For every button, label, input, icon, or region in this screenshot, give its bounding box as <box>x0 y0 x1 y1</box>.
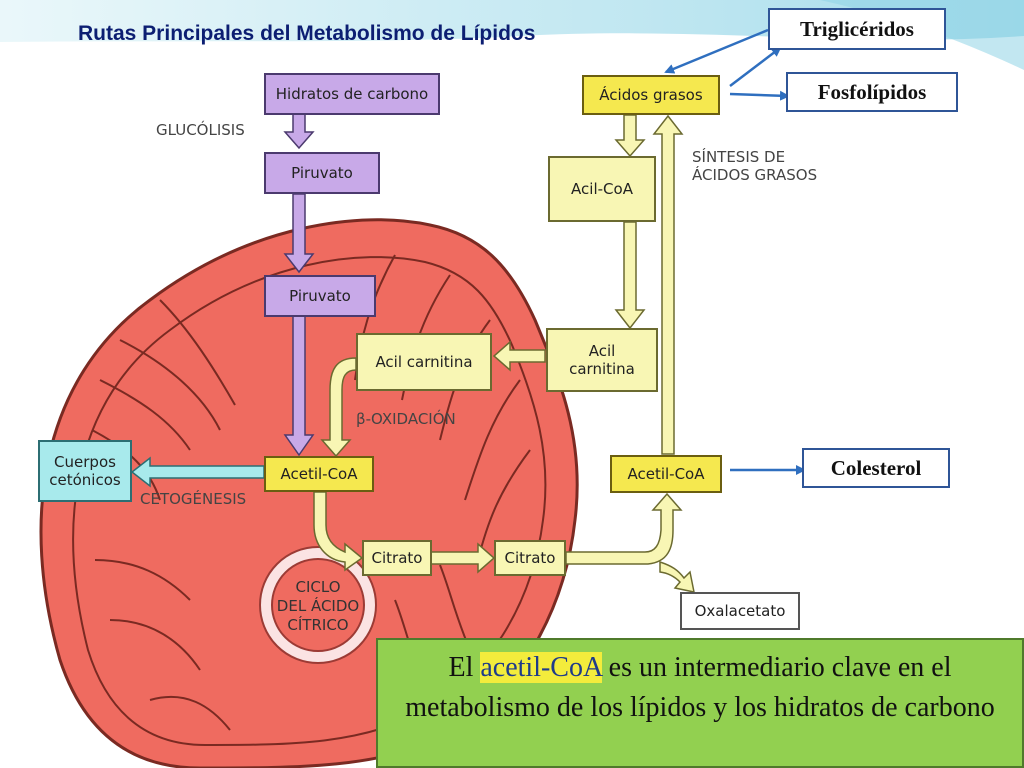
note-text: es un intermediario clave en el metaboli… <box>405 652 995 723</box>
acil-carnitina-line-1: Acil <box>588 342 616 360</box>
ciclo-line-1: CICLO <box>295 578 341 596</box>
citric-cycle-label: CICLO DEL ÁCIDO CÍTRICO <box>270 578 366 634</box>
box-acetil-coa-mitochondria: Acetil-CoA <box>264 456 374 492</box>
callout-fosfolipidos: Fosfolípidos <box>786 72 958 112</box>
page-title: Rutas Principales del Metabolismo de Líp… <box>78 22 536 45</box>
cuerpos-line-2: cetónicos <box>49 471 121 489</box>
box-acil-carnitina-cytosol: Acil carnitina <box>546 328 658 392</box>
sintesis-line-2: ÁCIDOS GRASOS <box>692 166 818 184</box>
cuerpos-line-1: Cuerpos <box>54 453 116 471</box>
callout-arrows <box>664 28 806 475</box>
note-prefix: El <box>448 652 481 683</box>
label-beta-oxidacion: β-OXIDACIÓN <box>356 410 456 428</box>
ketogenesis-arrow <box>130 456 265 488</box>
callout-colesterol: Colesterol <box>802 448 950 488</box>
sintesis-line-1: SÍNTESIS DE <box>692 148 786 166</box>
box-acetil-coa-cytosol: Acetil-CoA <box>610 455 722 493</box>
box-cuerpos-cetonicos: Cuerpos cetónicos <box>38 440 132 502</box>
box-citrato-mitochondria: Citrato <box>362 540 432 576</box>
note-highlight: acetil-CoA <box>480 652 602 683</box>
box-acidos-grasos: Ácidos grasos <box>582 75 720 115</box>
citric-cycle-inner <box>271 558 365 652</box>
callout-trigliceridos: Triglicéridos <box>768 8 946 50</box>
label-sintesis-acidos-grasos: SÍNTESIS DE ÁCIDOS GRASOS <box>692 148 817 184</box>
pale-arrows <box>313 114 695 593</box>
ciclo-line-3: CÍTRICO <box>287 615 349 634</box>
mitochondrion-inner <box>72 256 547 747</box>
box-citrato-cytosol: Citrato <box>494 540 566 576</box>
box-hidratos-de-carbono: Hidratos de carbono <box>264 73 440 115</box>
box-oxalacetato: Oxalacetato <box>680 592 800 630</box>
ciclo-line-2: DEL ÁCIDO <box>276 596 360 615</box>
box-acil-carnitina-inner: Acil carnitina <box>356 333 492 391</box>
box-piruvato-cytosol: Piruvato <box>264 152 380 194</box>
note-box: El acetil-CoA es un intermediario clave … <box>376 638 1024 768</box>
acil-carnitina-line-2: carnitina <box>569 360 635 378</box>
box-acil-coa: Acil-CoA <box>548 156 656 222</box>
glycolysis-arrows <box>283 113 315 457</box>
corner-swoosh <box>820 0 1024 70</box>
box-piruvato-mitochondria: Piruvato <box>264 275 376 317</box>
label-cetogenesis: CETOGÉNESIS <box>140 490 247 508</box>
label-glucolisis: GLUCÓLISIS <box>156 121 245 139</box>
